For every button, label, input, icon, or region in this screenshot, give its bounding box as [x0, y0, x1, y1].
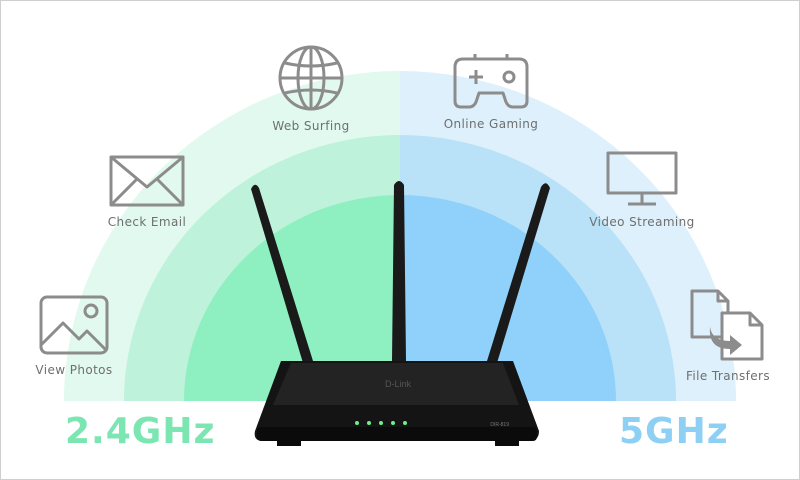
feature-file-transfers: File Transfers: [648, 287, 799, 383]
globe-icon: [278, 45, 344, 111]
router-brand-text: D-Link: [385, 379, 412, 389]
led-3: [379, 421, 383, 425]
led-5: [403, 421, 407, 425]
gamepad-icon: [453, 54, 529, 109]
feature-view-photos: View Photos: [1, 293, 154, 377]
video-streaming-label: Video Streaming: [589, 215, 695, 229]
feature-web-surfing: Web Surfing: [231, 43, 391, 133]
antenna-center: [392, 181, 406, 361]
antenna-right: [487, 183, 550, 363]
envelope-icon: [109, 155, 185, 207]
image-icon: [39, 295, 109, 355]
led-1: [355, 421, 359, 425]
router-model-text: DIR-819: [490, 422, 509, 428]
band-label-24ghz: 2.4GHz: [65, 411, 216, 452]
view-photos-label: View Photos: [35, 363, 113, 377]
check-email-label: Check Email: [107, 215, 187, 229]
router-foot-right: [495, 441, 519, 446]
file-transfers-label: File Transfers: [686, 369, 770, 383]
led-4: [391, 421, 395, 425]
router-front-edge: [257, 427, 537, 441]
monitor-icon: [606, 151, 678, 206]
web-surfing-label: Web Surfing: [272, 119, 350, 133]
feature-check-email: Check Email: [67, 153, 227, 229]
router-top-sheen: [273, 363, 519, 405]
file-transfer-icon: [690, 289, 764, 361]
band-label-5ghz: 5GHz: [619, 411, 729, 452]
band-24ghz: [64, 71, 400, 401]
band-5ghz: [400, 71, 736, 401]
feature-video-streaming: Video Streaming: [562, 149, 722, 229]
feature-online-gaming: Online Gaming: [411, 51, 571, 131]
router-foot-left: [277, 441, 301, 446]
antenna-left: [251, 184, 313, 363]
led-2: [367, 421, 371, 425]
online-gaming-label: Online Gaming: [443, 117, 539, 131]
